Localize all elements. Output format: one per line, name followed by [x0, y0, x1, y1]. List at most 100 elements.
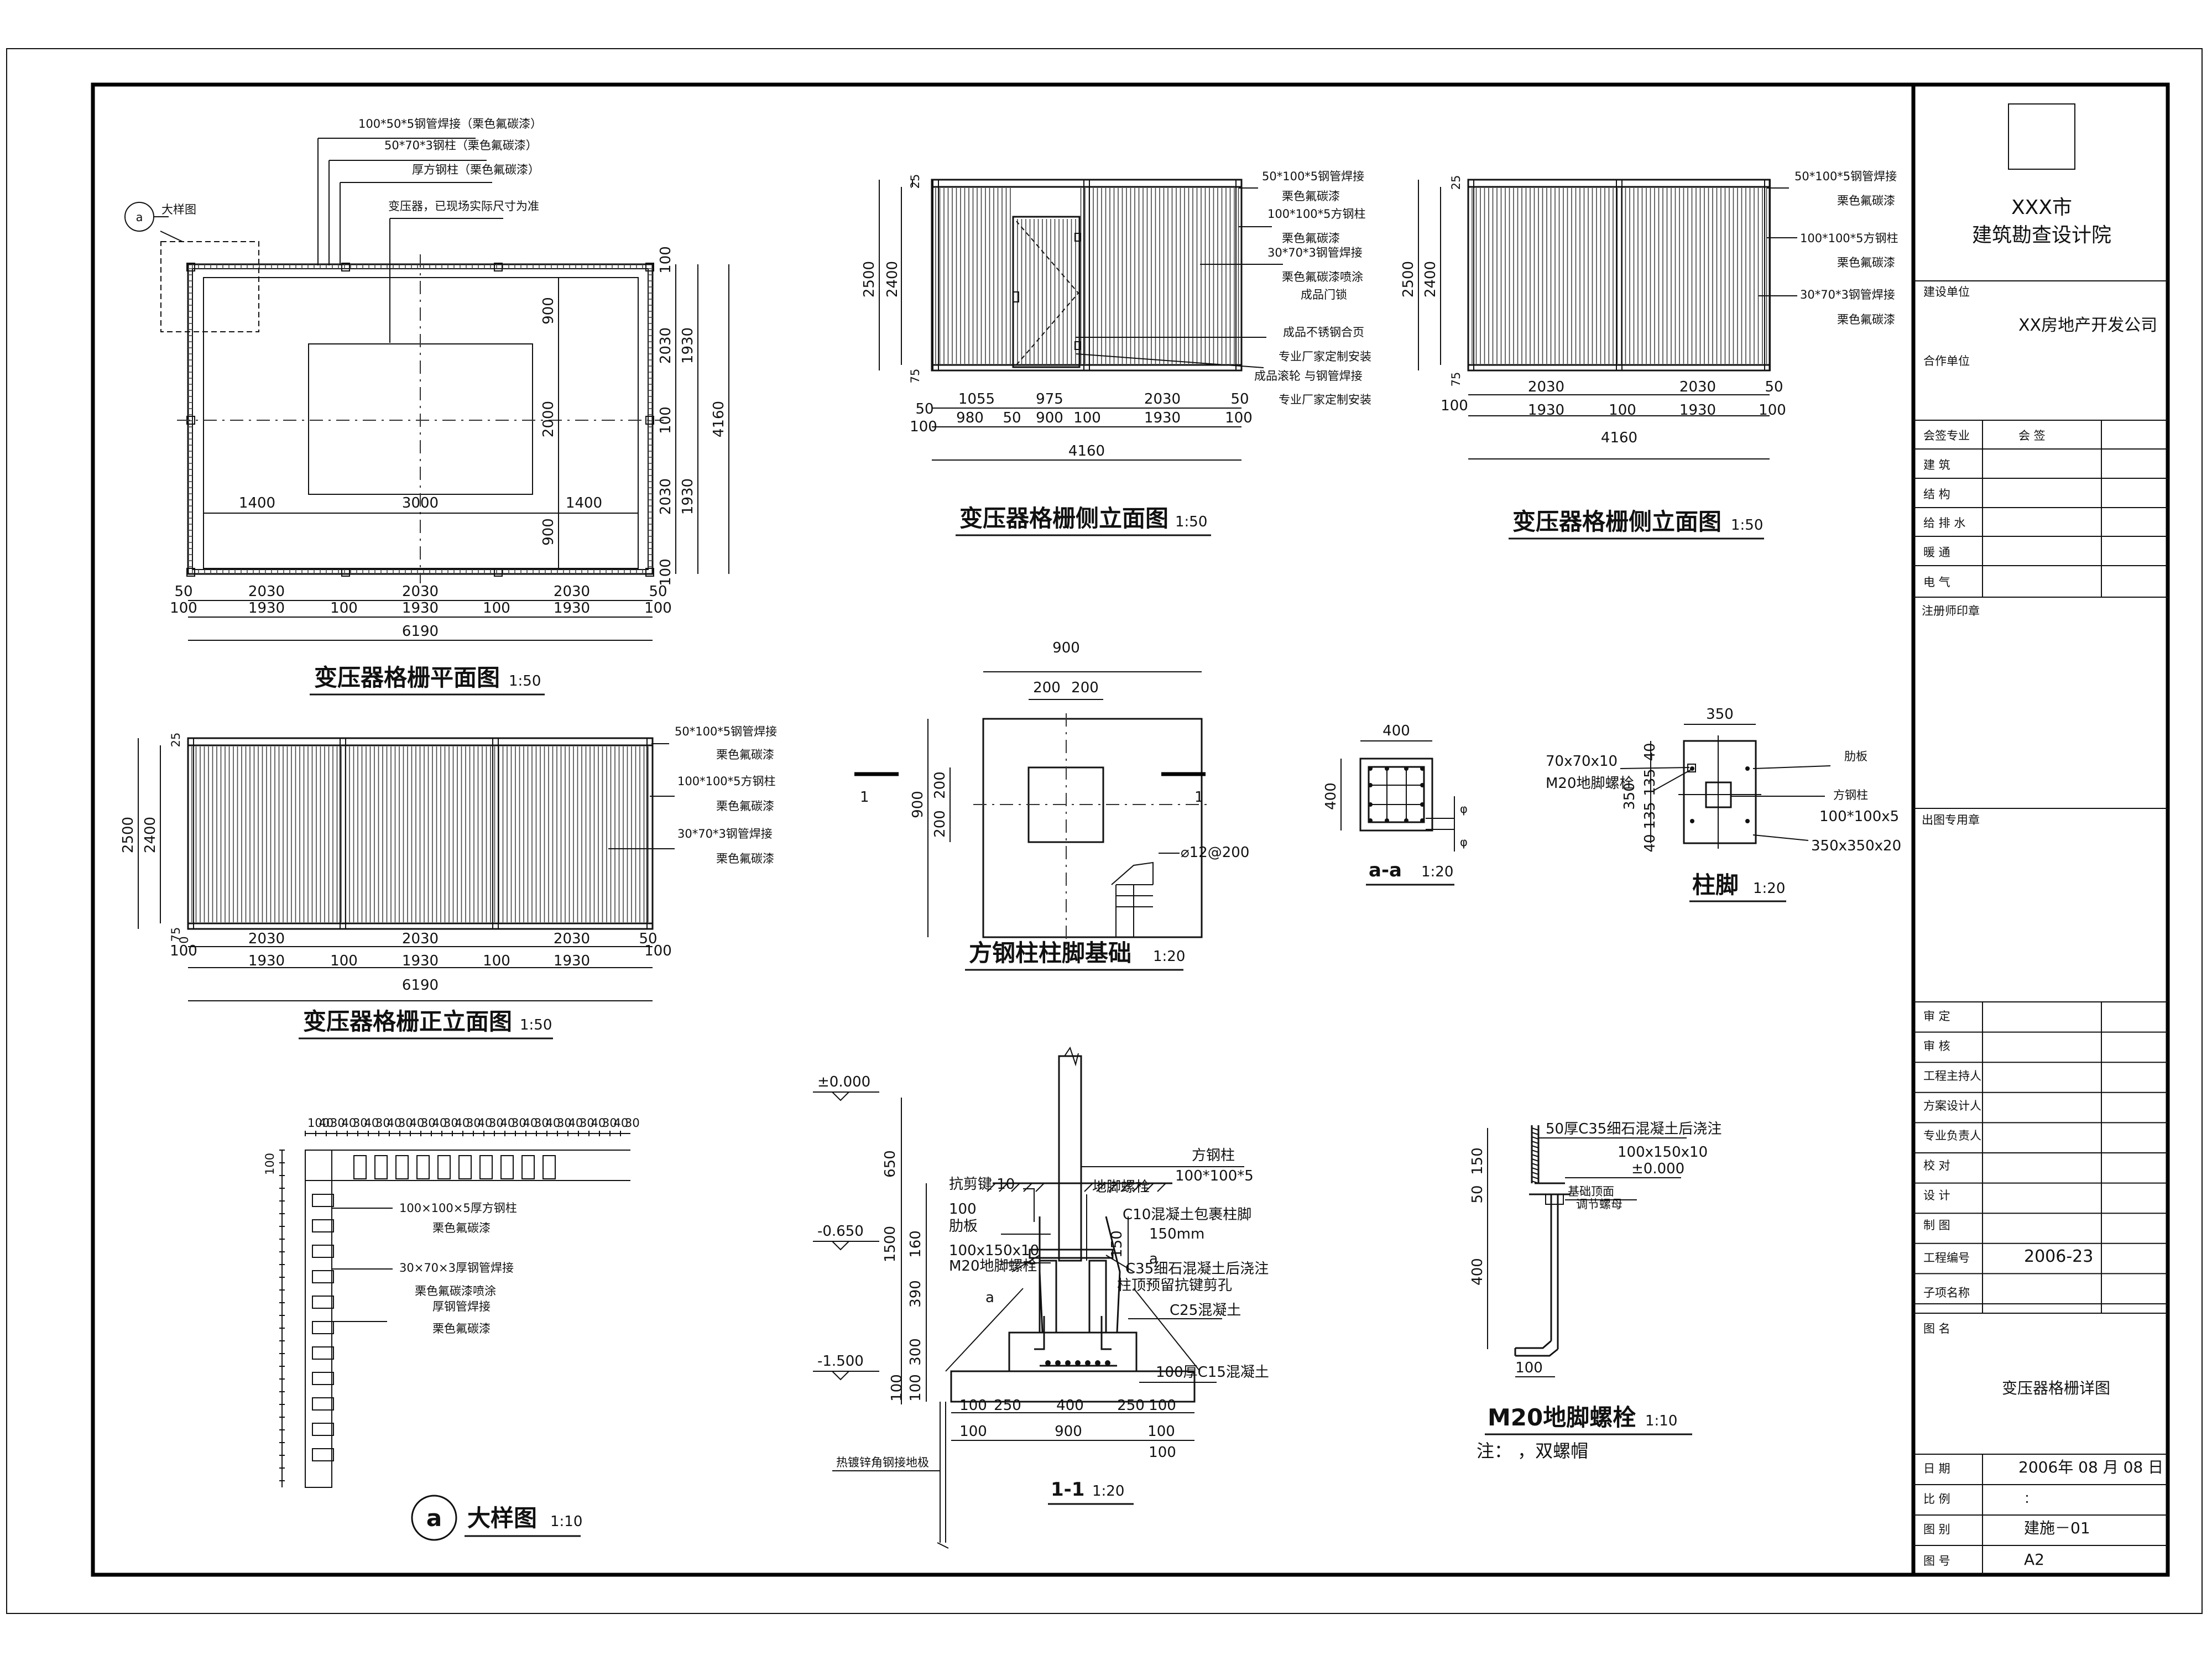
detail-top-dim: 40 — [614, 1116, 629, 1130]
plan-dim-b2-4: 100 — [483, 600, 510, 617]
rebar-dot — [1420, 802, 1425, 807]
rebar-dot — [1105, 1360, 1110, 1366]
plan-dim-inner-h1: 1400 — [239, 495, 275, 511]
s11-dim-l1: 1500 — [882, 1226, 899, 1262]
detail-callout-mark: a — [136, 211, 143, 224]
ground-hatch — [987, 1183, 996, 1192]
plan-dim-b2-1: 1930 — [248, 600, 285, 617]
front-dim-b2-2: 100 — [330, 953, 358, 969]
side2-dim-l1: 2500 — [1400, 261, 1417, 297]
column-foot-dim-l1: 135 — [1642, 769, 1658, 796]
ground-hatch — [1108, 1183, 1118, 1192]
side1-dim-b2-0: 100 — [910, 419, 937, 435]
column-foot-dim-l0: 40 — [1642, 743, 1658, 761]
plan-dim-b2-0: 100 — [170, 600, 197, 617]
front-note-4: 栗色氟碳漆 — [716, 800, 774, 813]
rebar-dot — [1065, 1360, 1071, 1366]
front-note-2: 栗色氟碳漆 — [716, 748, 774, 761]
approval-5: 校 对 — [1923, 1159, 1950, 1172]
rebar-dot — [1368, 783, 1373, 787]
s11-label-l2: 肋板 — [949, 1218, 978, 1235]
category-value: 建施－01 — [2024, 1519, 2090, 1537]
front-dim-b2-1: 1930 — [248, 953, 285, 969]
section-aa-phi-2: φ — [1460, 835, 1468, 849]
detail-scale: 1:10 — [550, 1513, 582, 1530]
s11-label-r3: C10混凝土包裹柱脚 — [1123, 1206, 1251, 1223]
detail-top-dim: 40 — [478, 1116, 493, 1130]
plan-post — [186, 568, 195, 577]
side2-scale: 1:50 — [1731, 517, 1763, 534]
side1-note-11: 专业厂家定制安装 — [1279, 393, 1371, 406]
front-note-6: 栗色氟碳漆 — [716, 852, 774, 865]
rebar-dot — [1404, 818, 1408, 823]
front-dim-l3: 75 — [169, 927, 182, 942]
detail-picket-top — [395, 1155, 409, 1179]
detail-note-1: 100×100×5厚方钢柱 — [399, 1202, 517, 1215]
s11-dim-l2: 160 — [907, 1230, 924, 1258]
front-dim-total: 6190 — [402, 977, 439, 994]
sheet-outer-border — [6, 48, 2203, 1614]
institute-name-2: 建筑勘查设计院 — [1972, 224, 2111, 247]
foundation-outline — [982, 718, 1203, 938]
plan-inner-outline — [203, 277, 639, 569]
bolt-title: M20地脚螺栓 — [1488, 1404, 1636, 1431]
column-foot-label-plate-size: 350x350x20 — [1811, 838, 1901, 854]
plan-post — [341, 263, 350, 271]
side1-dim-l3: 75 — [909, 369, 922, 384]
detail-picket-side — [312, 1194, 334, 1207]
fence-post — [1616, 179, 1623, 371]
section-aa-scale: 1:20 — [1421, 864, 1453, 880]
side2-note-3: 100*100*5方钢柱 — [1800, 232, 1898, 245]
drawing-name: 变压器格栅详图 — [2002, 1379, 2110, 1397]
fence-post — [646, 738, 653, 929]
side2-dim-b1-1: 2030 — [1679, 379, 1716, 395]
detail-top-dim: 40 — [568, 1116, 583, 1130]
plan-dim-inner-h3: 1400 — [566, 495, 602, 511]
side1-title: 变压器格栅侧立面图 — [959, 505, 1168, 532]
plan-note-3: 厚方钢柱（栗色氟碳漆） — [412, 163, 540, 176]
side-elevation-2: 50*100*5钢管焊接 栗色氟碳漆 100*100*5方钢柱 栗色氟碳漆 30… — [1400, 170, 1898, 540]
rebar-dot — [1404, 766, 1408, 771]
bolt-thread — [1531, 1163, 1539, 1166]
ground-hatch — [1120, 1183, 1130, 1192]
s11-elev-1: -0.650 — [817, 1223, 864, 1240]
fence-post — [1468, 179, 1474, 371]
rebar-dot — [1045, 1360, 1051, 1366]
s11-dim-l0: 650 — [882, 1150, 899, 1178]
fence-post — [1764, 179, 1771, 371]
s11-dim-l6: 100 — [907, 1374, 924, 1402]
foundation-dim-top2-1: 200 — [1071, 680, 1099, 696]
project-no: 2006-23 — [2024, 1247, 2093, 1266]
column-foot-title: 柱脚 — [1692, 871, 1739, 899]
foundation-dim-top: 900 — [1052, 640, 1080, 656]
s11-label-r1: 100*100*5 — [1175, 1168, 1254, 1184]
s11-dim-b2-0: 100 — [959, 1423, 987, 1440]
s11-label-r8: 100厚C15混凝土 — [1156, 1364, 1269, 1381]
reg-stamp-label: 注册师印章 — [1922, 604, 1980, 618]
bolt-thread — [1531, 1136, 1539, 1140]
front-title: 变压器格栅正立面图 — [303, 1008, 512, 1035]
side1-note-10: 成品滚轮 与钢管焊接 — [1254, 369, 1363, 383]
plan-dim-b2-6: 100 — [644, 600, 672, 617]
s11-scale: 1:20 — [1092, 1483, 1124, 1500]
detail-top-dim: 30 — [557, 1116, 572, 1130]
side1-dim-b2-3: 900 — [1036, 410, 1063, 426]
section-aa-dim-top: 400 — [1383, 723, 1410, 739]
plan-post — [494, 263, 503, 271]
rebar-dot — [1075, 1360, 1081, 1366]
front-dim-b2-0: 100 — [170, 943, 197, 959]
plan-dim-r1-0: 100 — [658, 246, 674, 274]
foundation-dim-left-0: 900 — [910, 791, 926, 818]
plan-dim-inner-v1: 900 — [540, 297, 557, 325]
plan-dim-b2-2: 100 — [330, 600, 358, 617]
sheet-label: 图 号 — [1923, 1554, 1950, 1568]
side2-note-1: 50*100*5钢管焊接 — [1794, 170, 1897, 183]
s11-label-l3: 100x150x10 — [949, 1242, 1039, 1259]
ground-hatch — [1096, 1183, 1105, 1192]
side2-dim-total: 4160 — [1601, 430, 1637, 446]
side1-note-9: 专业厂家定制安装 — [1279, 350, 1371, 363]
s11-dim-b1-2: 400 — [1056, 1397, 1084, 1414]
rebar-dot — [1420, 818, 1425, 823]
foundation-rebar-label: ⌀12@200 — [1181, 844, 1249, 861]
